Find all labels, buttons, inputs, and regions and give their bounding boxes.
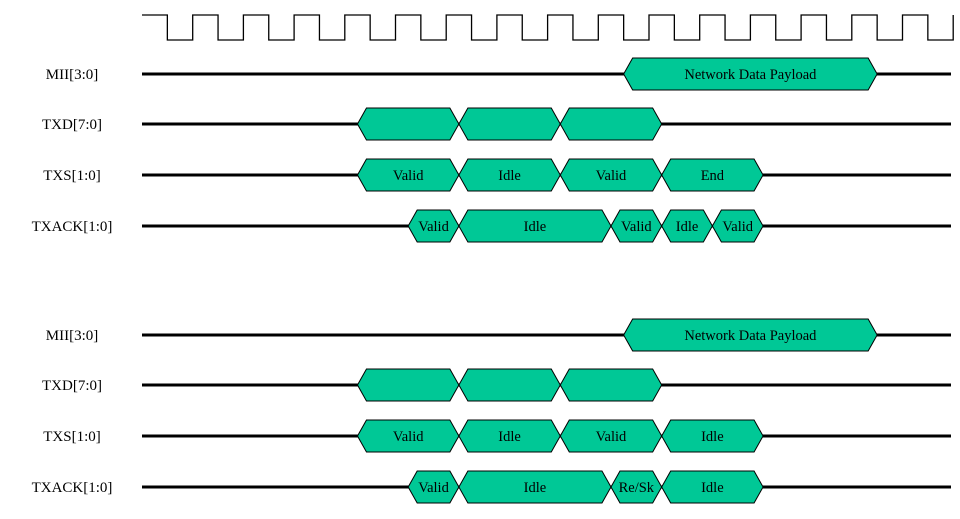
bus-segment-label: Idle xyxy=(498,429,521,445)
bus-segment-label: Valid xyxy=(596,429,627,445)
bus-segment-label: Re/Sk xyxy=(619,480,655,496)
bus-segment-label: Idle xyxy=(524,480,547,496)
bus-segment xyxy=(661,419,764,453)
bus-segment xyxy=(623,57,878,91)
bus-segment-label: Idle xyxy=(701,480,724,496)
bus-segment-label: Idle xyxy=(524,219,547,235)
bus-segment-label: Valid xyxy=(393,168,424,184)
bus-segment-label: Valid xyxy=(393,429,424,445)
bus-segment xyxy=(356,368,460,402)
signal-label: TXACK[1:0] xyxy=(32,480,113,496)
signal-label: MII[3:0] xyxy=(46,67,99,83)
signal-label: TXD[7:0] xyxy=(42,117,102,133)
bus-segment-label: Valid xyxy=(418,480,449,496)
bus-segment xyxy=(458,368,561,402)
bus-segment-label: Network Data Payload xyxy=(684,67,817,83)
bus-segment-label: Valid xyxy=(596,168,627,184)
bus-segment-label: Idle xyxy=(701,429,724,445)
bus-segment-label: Valid xyxy=(722,219,753,235)
bus-segment-label: Idle xyxy=(498,168,521,184)
bus-segment-label: Network Data Payload xyxy=(684,328,817,344)
bus-segment xyxy=(458,107,561,141)
bus-segment xyxy=(661,158,764,192)
bus-segment xyxy=(711,209,764,243)
bus-segment-label: End xyxy=(701,168,725,184)
bus-segment xyxy=(559,107,663,141)
bus-segment xyxy=(559,368,663,402)
signal-label: TXD[7:0] xyxy=(42,378,102,394)
bus-segment xyxy=(661,470,764,504)
bus-segment xyxy=(623,318,878,352)
bus-segment-label: Valid xyxy=(621,219,652,235)
clock-waveform xyxy=(142,14,954,41)
signal-label: TXS[1:0] xyxy=(43,429,101,445)
bus-segment xyxy=(356,107,460,141)
bus-segment-label: Idle xyxy=(676,219,699,235)
bus-segment-label: Valid xyxy=(418,219,449,235)
signal-label: TXS[1:0] xyxy=(43,168,101,184)
signal-label: TXACK[1:0] xyxy=(32,219,113,235)
signal-label: MII[3:0] xyxy=(46,328,99,344)
